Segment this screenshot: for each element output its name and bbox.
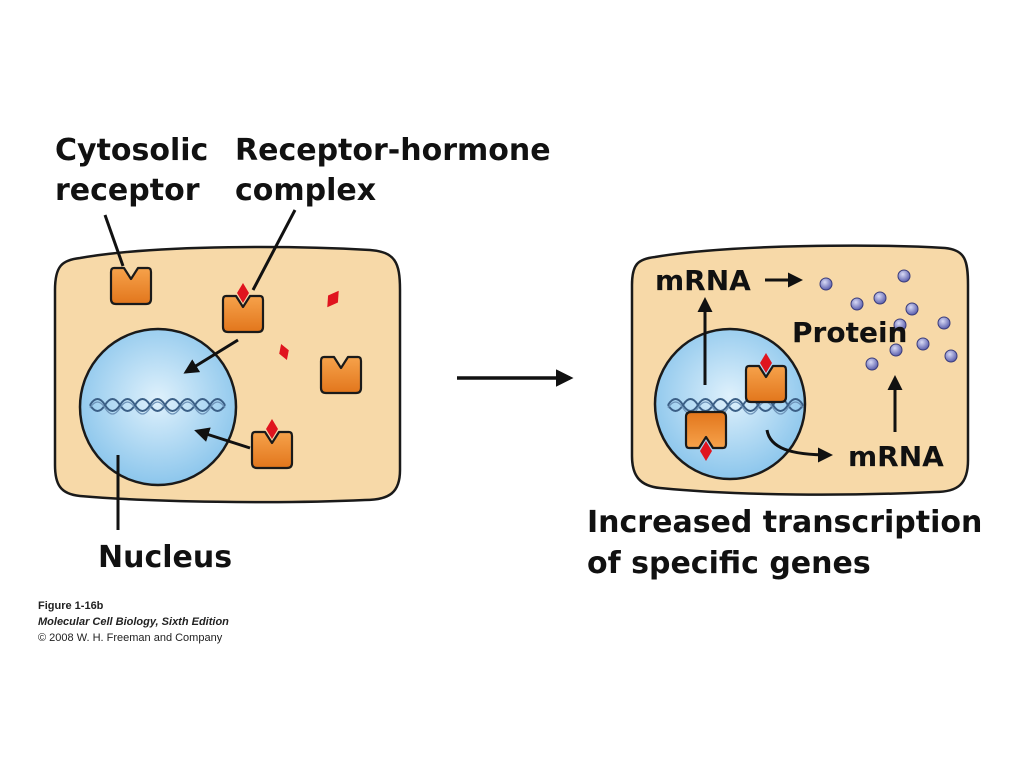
transcription-arrow [765, 429, 833, 463]
protein-label: Protein [792, 316, 907, 349]
entry-arrow-upper [183, 338, 239, 374]
cytosolic-receptor-pointer [103, 214, 125, 267]
protein-dot [889, 343, 903, 357]
result-label-line2: of specific genes [587, 546, 871, 581]
figure-number: Figure 1-16b [38, 600, 104, 612]
protein-dots [819, 269, 958, 371]
mrna-bottom-label: mRNA [848, 440, 944, 473]
protein-dot [893, 318, 907, 332]
right-cell [630, 244, 970, 496]
right-nucleus [653, 327, 807, 481]
cytosolic-label-line2: receptor [55, 173, 200, 208]
protein-dot [916, 337, 930, 351]
left-cell [53, 209, 402, 530]
protein-dot [865, 357, 879, 371]
protein-dot [873, 291, 887, 305]
mrna-top-label: mRNA [655, 264, 751, 297]
cytosolic-label-line1: Cytosolic [55, 133, 208, 168]
nucleus-label: Nucleus [98, 540, 232, 575]
protein-dot [819, 277, 833, 291]
result-label-line1: Increased transcription [587, 505, 982, 540]
protein-dot [937, 316, 951, 330]
book-title: Molecular Cell Biology, Sixth Edition [38, 616, 229, 628]
complex-pointer [251, 209, 297, 291]
figure-credit: Figure 1-16b Molecular Cell Biology, Six… [38, 598, 229, 646]
complex-label-line1: Receptor-hormone [235, 133, 551, 168]
protein-dot [897, 269, 911, 283]
entry-arrow-lower [194, 427, 251, 450]
protein-dot [905, 302, 919, 316]
copyright: © 2008 W. H. Freeman and Company [38, 632, 223, 644]
protein-dot [850, 297, 864, 311]
complex-label-line2: complex [235, 173, 376, 208]
protein-dot [944, 349, 958, 363]
